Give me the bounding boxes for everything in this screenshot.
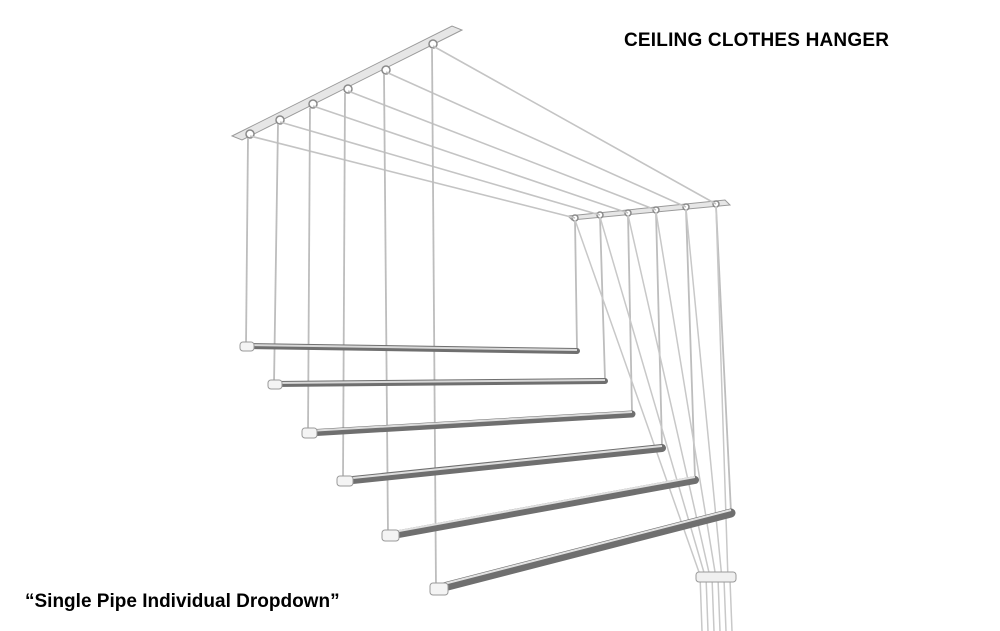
rope	[385, 71, 687, 208]
overhead-ropes	[249, 45, 717, 219]
pipe-end-caps	[239, 341, 449, 596]
rope	[699, 574, 703, 631]
left-bracket-pulleys	[245, 39, 438, 139]
rope	[574, 219, 578, 350]
drying-pipe-highlight	[342, 445, 663, 480]
product-title: CEILING CLOTHES HANGER	[624, 30, 890, 51]
rope	[715, 205, 729, 581]
drying-pipe-highlight	[273, 379, 606, 384]
rope	[342, 92, 346, 481]
drying-pipe-highlight	[245, 344, 578, 351]
rope	[431, 47, 437, 589]
rope	[383, 73, 389, 536]
drying-pipe	[339, 444, 666, 485]
product-caption: “Single Pipe Individual Dropdown”	[25, 591, 340, 612]
end-cap	[301, 427, 318, 439]
end-cap	[429, 582, 449, 596]
rope	[729, 579, 733, 631]
rope	[347, 90, 657, 211]
drying-pipes	[243, 343, 736, 594]
pulley	[428, 39, 438, 49]
rope	[599, 216, 706, 577]
rope	[279, 121, 601, 216]
end-cap	[267, 379, 283, 390]
drying-pipe-highlight	[435, 509, 732, 587]
end-cap	[381, 529, 400, 542]
drying-pipe	[384, 476, 699, 540]
rope	[705, 575, 709, 631]
rope	[245, 137, 249, 347]
pulley	[381, 65, 391, 75]
rope	[574, 219, 701, 576]
rope	[711, 576, 715, 631]
left-ceiling-bracket	[230, 25, 464, 141]
end-cap	[239, 341, 255, 352]
rope	[249, 135, 576, 219]
rope	[715, 205, 732, 513]
drying-pipe	[304, 410, 636, 437]
end-cap	[336, 475, 354, 487]
right-drop-ropes	[574, 205, 732, 513]
rope	[307, 107, 311, 434]
drying-pipe	[431, 508, 736, 594]
rope	[432, 45, 717, 205]
left-drop-ropes	[245, 47, 437, 589]
rope	[685, 208, 696, 479]
rope	[627, 214, 711, 578]
rope	[655, 211, 663, 447]
drying-pipe-highlight	[307, 411, 633, 432]
rope	[717, 577, 721, 631]
drying-pipe-highlight	[387, 476, 696, 534]
rope-cleat	[695, 571, 737, 583]
rope	[723, 578, 727, 631]
right-ceiling-bracket	[566, 199, 732, 221]
rope	[273, 123, 279, 385]
rope	[312, 105, 629, 214]
